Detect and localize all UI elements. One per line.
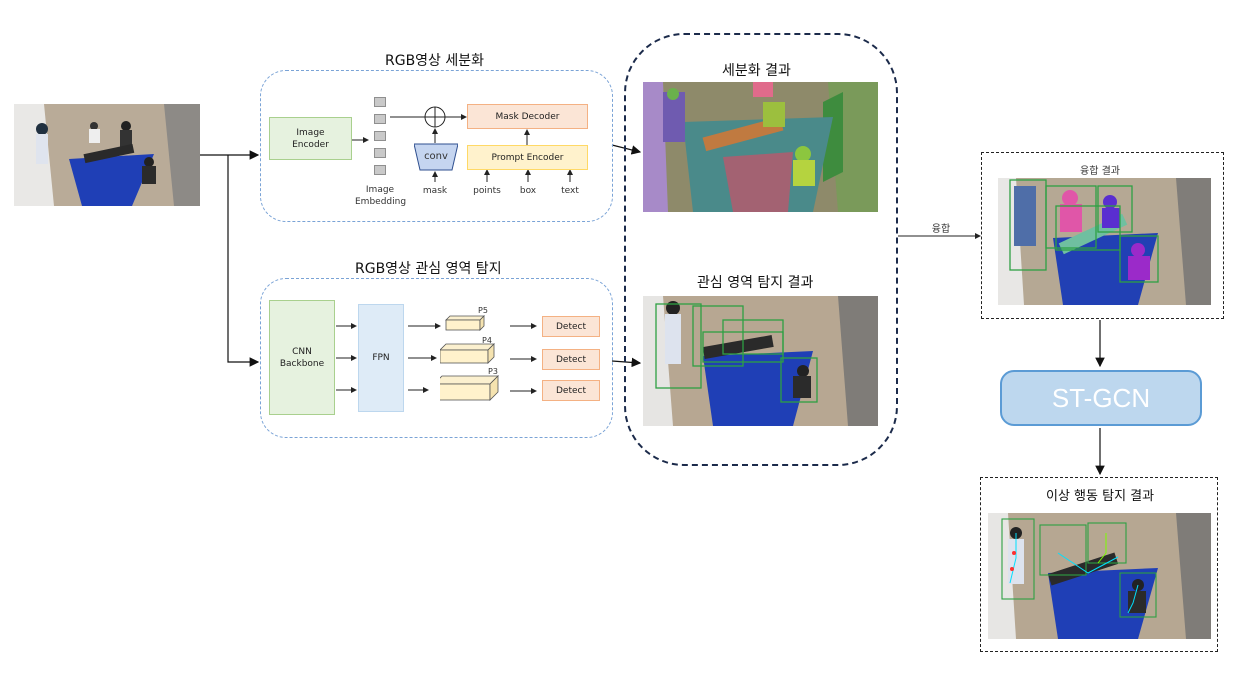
segmentation-panel xyxy=(260,70,613,222)
cnn-backbone-box: CNN Backbone xyxy=(269,300,335,415)
fusion-title: 융합 결과 xyxy=(1080,166,1120,177)
detection-title: RGB영상 관심 영역 탐지 xyxy=(355,261,502,277)
detect-box-p3: Detect xyxy=(542,380,600,401)
mask-label: mask xyxy=(422,186,448,196)
mask-decoder-box: Mask Decoder xyxy=(467,104,588,129)
image-encoder-box: Image Encoder xyxy=(269,117,352,160)
conv-label: conv xyxy=(424,151,448,162)
embedding-cell xyxy=(374,114,386,124)
prompt-encoder-box: Prompt Encoder xyxy=(467,145,588,170)
st-gcn-box: ST-GCN xyxy=(1000,370,1202,426)
embedding-cell xyxy=(374,131,386,141)
embedding-cell xyxy=(374,97,386,107)
p4-label: P4 xyxy=(482,336,492,345)
skeleton-photo-icon xyxy=(988,513,1211,639)
image-embedding-label: Image Embedding xyxy=(355,185,407,207)
room-photo-icon xyxy=(14,104,200,206)
conv-trapezoid xyxy=(414,143,458,171)
add-operator-icon xyxy=(424,106,446,128)
anomaly-title: 이상 행동 탐지 결과 xyxy=(1046,489,1155,504)
feature-pyramid xyxy=(440,315,499,401)
embedding-cell xyxy=(374,148,386,158)
seg-result-title: 세분화 결과 xyxy=(722,63,791,79)
anomaly-panel xyxy=(980,477,1218,652)
results-container xyxy=(624,33,898,466)
fusion-panel xyxy=(981,152,1224,319)
segmentation-result-image xyxy=(643,82,878,212)
segmentation-photo-icon xyxy=(643,82,878,212)
detection-result-image xyxy=(643,296,878,426)
detect-box-p4: Detect xyxy=(542,349,600,370)
box-label: box xyxy=(519,186,537,196)
fusion-result-image xyxy=(998,178,1211,305)
input-image xyxy=(14,104,200,206)
p3-label: P3 xyxy=(488,367,498,376)
fpn-box: FPN xyxy=(358,304,404,412)
p5-label: P5 xyxy=(478,306,488,315)
segmentation-title: RGB영상 세분화 xyxy=(385,53,485,69)
embedding-cell xyxy=(374,165,386,175)
detection-photo-icon xyxy=(643,296,878,426)
fusion-label: 융합 xyxy=(931,224,951,235)
anomaly-result-image xyxy=(988,513,1211,639)
detection-panel xyxy=(260,278,613,438)
fusion-photo-icon xyxy=(998,178,1211,305)
text-label: text xyxy=(561,186,579,196)
detect-box-p5: Detect xyxy=(542,316,600,337)
det-result-title: 관심 영역 탐지 결과 xyxy=(697,275,814,291)
points-label: points xyxy=(473,186,501,196)
